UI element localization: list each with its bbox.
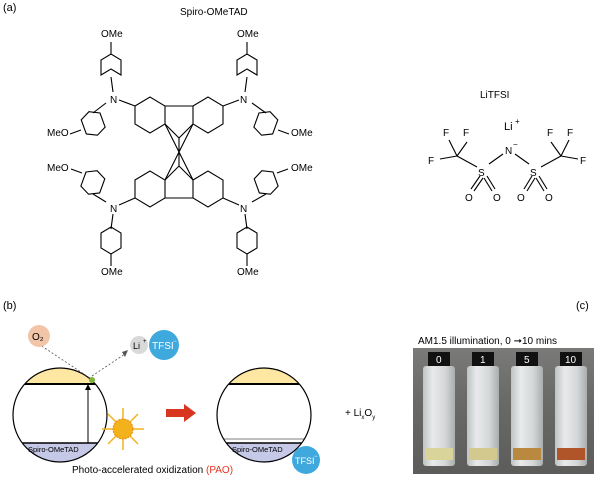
vial-label: 5 xyxy=(524,355,530,366)
caption-prefix: AM1.5 illumination, 0 xyxy=(418,336,511,347)
panel-a-label: (a) xyxy=(3,2,17,14)
fluorine-label: F xyxy=(428,156,434,167)
nitrogen-label: N xyxy=(505,146,512,157)
li-ion-charge: + xyxy=(143,339,147,345)
n-atom-label: N xyxy=(110,204,117,215)
reaction-arrow xyxy=(166,404,196,422)
caption-suffix: 10 mins xyxy=(522,336,558,347)
litfsi-title: LiTFSI xyxy=(480,90,510,101)
li-ion xyxy=(130,336,148,354)
ome-label-top-left: OMe xyxy=(101,29,123,40)
oxygen-label: O xyxy=(465,193,473,204)
ome-label-bottom-right: OMe xyxy=(237,267,259,278)
vial-label: 1 xyxy=(480,355,486,366)
n-atom-label: N xyxy=(240,204,247,215)
tfsi-bound-label: TFSI xyxy=(295,456,315,466)
fluorine-label: F xyxy=(547,128,553,139)
li-cation-label: Li xyxy=(504,121,513,133)
meo-label-upper-left: MeO xyxy=(47,128,69,139)
spiro-band-label: Spiro-OMeTAD xyxy=(232,445,283,454)
o2-molecule xyxy=(28,325,50,347)
fluorine-label: F xyxy=(580,156,586,167)
tfsi-charge: − xyxy=(173,339,177,345)
vial-1 xyxy=(467,366,499,466)
sulfur-label: S xyxy=(478,168,485,179)
lumo-band xyxy=(13,368,107,384)
vial-0 xyxy=(423,366,455,466)
arrow-icon: ➞ xyxy=(513,336,522,347)
fluorine-label: F xyxy=(443,128,449,139)
lixoy-product: + LixOy xyxy=(345,408,375,421)
pao-diagram: O₂ Li + TFSI − Spiro-OMeTAD Spiro-OMeTAD… xyxy=(12,325,375,476)
ome-label-bottom-left: OMe xyxy=(101,267,123,278)
vial-10 xyxy=(555,366,587,466)
meo-label-lower-left: MeO xyxy=(47,163,69,174)
li-ion-label: Li xyxy=(133,341,140,351)
sulfur-label: S xyxy=(530,168,537,179)
panel-b-label: (b) xyxy=(3,300,17,312)
spiro-title: Spiro-OMeTAD xyxy=(180,7,248,18)
litfsi-structure: Li + F F F S N − S O O O O F F F xyxy=(428,117,586,204)
ome-label-lower-right: OMe xyxy=(291,163,313,174)
tfsi-ion-bound xyxy=(292,446,320,474)
pao-caption: Photo-accelerated oxidization (PAO) xyxy=(72,465,233,476)
tfsi-ion xyxy=(149,330,179,360)
nitrogen-charge: − xyxy=(513,140,518,149)
vial-5 xyxy=(511,366,543,466)
spiro-band-label: Spiro-OMeTAD xyxy=(28,445,79,454)
fluorine-label: F xyxy=(567,128,573,139)
oxygen-label: O xyxy=(517,193,525,204)
tfsi-label: TFSI xyxy=(152,341,174,352)
fluorine-label: F xyxy=(463,128,469,139)
tfsi-bound-charge: − xyxy=(314,454,318,460)
n-atom-label: N xyxy=(110,95,117,106)
ome-label-upper-right: OMe xyxy=(291,128,313,139)
spiro-ometad-structure: N N N N xyxy=(69,42,290,266)
vial-photo: 0 1 5 10 xyxy=(413,348,594,474)
li-charge: + xyxy=(515,117,520,126)
oxygen-label: O xyxy=(545,193,553,204)
o2-label: O₂ xyxy=(32,332,44,343)
ome-label-top-right: OMe xyxy=(237,29,259,40)
panel-c-label: (c) xyxy=(576,300,589,312)
oxygen-label: O xyxy=(493,193,501,204)
illumination-caption: AM1.5 illumination, 0 ➞10 mins xyxy=(418,336,557,347)
vial-label: 0 xyxy=(436,355,442,366)
n-atom-label: N xyxy=(240,95,247,106)
vial-label: 10 xyxy=(565,355,577,366)
